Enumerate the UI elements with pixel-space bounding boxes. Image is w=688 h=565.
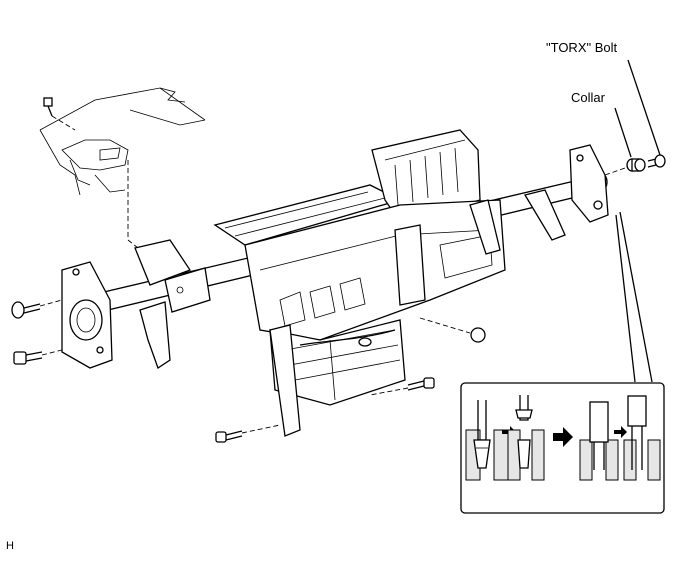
torx-bolt-label: "TORX" Bolt <box>546 40 618 55</box>
upper-left-screw <box>43 97 76 131</box>
clip-step-2 <box>507 395 545 481</box>
collar-label: Collar <box>571 90 605 105</box>
clip-step-1 <box>465 400 509 481</box>
center-bolt <box>369 377 435 396</box>
center-lower-stay <box>269 224 426 437</box>
center-nut <box>419 317 486 343</box>
collar-part <box>614 107 646 172</box>
body-panel-sketch <box>39 87 206 196</box>
left-stays <box>134 239 211 370</box>
left-bolt-upper <box>11 299 63 319</box>
left-bolt-lower <box>13 349 63 365</box>
detail-leader-left <box>615 214 636 383</box>
right-side-bracket <box>469 144 609 255</box>
arrow-right-bold-icon <box>553 427 573 447</box>
lower-left-bolt <box>215 424 281 443</box>
detail-leader-right <box>619 211 653 383</box>
corner-code-label: H <box>6 540 14 552</box>
arrow-right-icon <box>614 426 627 438</box>
clip-step-4 <box>623 395 661 481</box>
clip-detail-inset <box>460 382 665 514</box>
torx-bolt-part <box>627 59 666 168</box>
heater-unit-housing <box>213 129 506 406</box>
left-side-bracket <box>61 261 113 369</box>
clip-step-3 <box>579 401 619 481</box>
